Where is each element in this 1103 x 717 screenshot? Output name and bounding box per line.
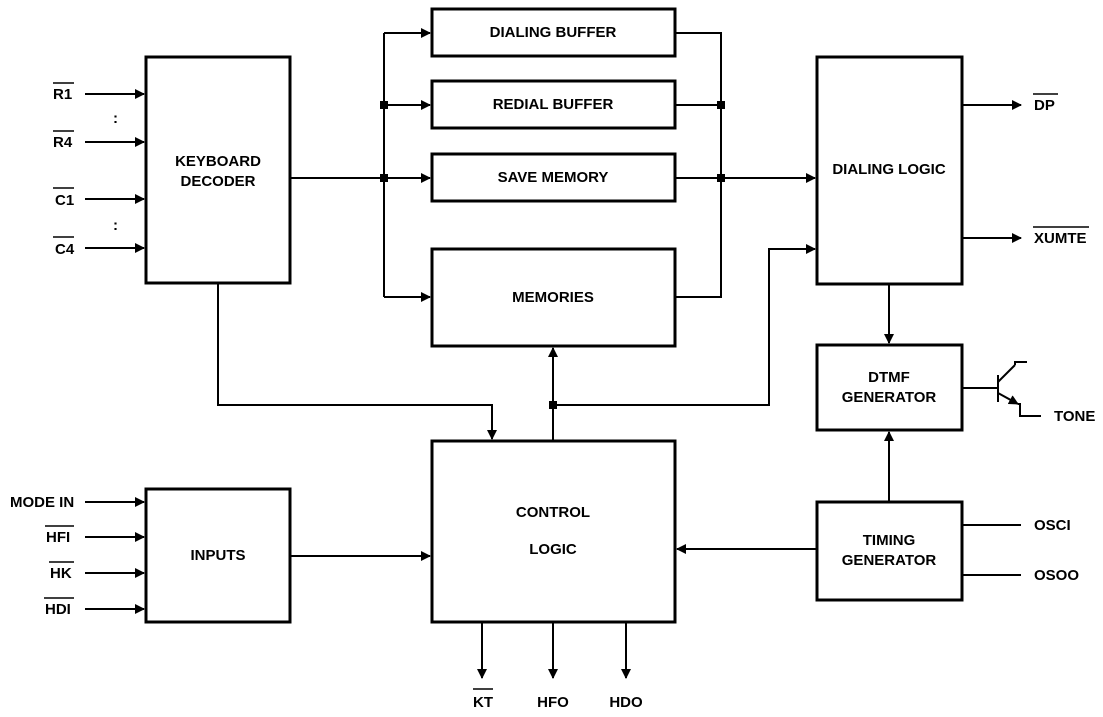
dialing-buffer-block: DIALING BUFFER (430, 7, 677, 58)
pin-c-ellipsis: : (113, 217, 118, 234)
pin-osoo-label: OSOO (1034, 567, 1079, 584)
pin-kt-label: KT (473, 694, 493, 711)
pin-c1-label: C1 (55, 192, 74, 209)
keyboard-decoder-block: KEYBOARD DECODER (144, 55, 292, 285)
control-logic-label-line2: LOGIC (529, 541, 577, 558)
pin-hdi-label: HDI (45, 601, 71, 618)
inputs-block: INPUTS (144, 487, 292, 624)
save-memory-block: SAVE MEMORY (430, 152, 677, 203)
keyboard-decoder-label-line1: KEYBOARD (175, 153, 261, 170)
keyboard-decoder-label-line2: DECODER (180, 173, 255, 190)
timing-generator-label-line1: TIMING (863, 532, 916, 549)
timing-generator-block: TIMING GENERATOR (815, 500, 964, 602)
tone-transistor-symbol (962, 361, 1041, 417)
internal-wiring (217, 28, 894, 561)
dtmf-generator-label-line1: DTMF (868, 369, 910, 386)
dialing-logic-block: DIALING LOGIC (815, 55, 964, 286)
memories-block: MEMORIES (430, 247, 677, 348)
dtmf-generator-block: DTMF GENERATOR (815, 343, 964, 432)
pin-hfi-label: HFI (46, 529, 70, 546)
pin-mode-in-label: MODE IN (10, 494, 74, 511)
pin-hk-label: HK (50, 565, 72, 582)
pin-hdo-label: HDO (609, 694, 643, 711)
pin-r1-label: R1 (53, 86, 72, 103)
timing-generator-label-line2: GENERATOR (842, 552, 937, 569)
control-logic-output-wires (477, 622, 631, 679)
pin-tone-label: TONE (1054, 408, 1095, 425)
inputs-pin-wires (85, 497, 145, 614)
dialing-logic-label: DIALING LOGIC (832, 161, 945, 178)
keyboard-input-wires (85, 89, 145, 253)
control-logic-label-line1: CONTROL (516, 504, 590, 521)
redial-buffer-label: REDIAL BUFFER (493, 96, 614, 113)
pin-dp-label: DP (1034, 97, 1055, 114)
pin-c4-label: C4 (55, 241, 75, 258)
dtmf-generator-label-line2: GENERATOR (842, 389, 937, 406)
pin-osci-label: OSCI (1034, 517, 1071, 534)
pin-r-ellipsis: : (113, 110, 118, 127)
redial-buffer-block: REDIAL BUFFER (430, 79, 677, 130)
dialing-logic-output-wires (962, 100, 1022, 243)
save-memory-label: SAVE MEMORY (498, 169, 609, 186)
pin-xumte-label: XUMTE (1034, 230, 1087, 247)
junction-dots (380, 101, 725, 409)
pin-hfo-label: HFO (537, 694, 569, 711)
memories-label: MEMORIES (512, 289, 594, 306)
inputs-label: INPUTS (190, 547, 245, 564)
oscillator-pin-wires (962, 524, 1021, 576)
control-logic-block: CONTROL LOGIC (430, 439, 677, 624)
dialing-buffer-label: DIALING BUFFER (490, 24, 617, 41)
pin-r4-label: R4 (53, 134, 73, 151)
